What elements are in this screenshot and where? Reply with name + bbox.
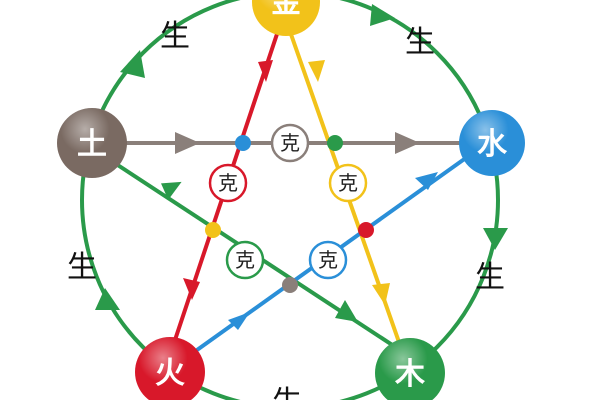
dot-green — [327, 135, 343, 151]
svg-text:克: 克 — [218, 171, 238, 195]
svg-text:克: 克 — [235, 248, 255, 272]
arrow-earth-to-metal — [120, 50, 145, 78]
svg-text:金: 金 — [270, 0, 302, 20]
generate-label-earth-metal: 生 — [160, 19, 190, 54]
arrow-water-to-wood — [483, 228, 508, 250]
svg-text:木: 木 — [394, 357, 425, 392]
generate-cycle-ring — [80, 0, 500, 400]
overcome-label-earth-water: 克 — [270, 123, 310, 163]
dot-yellow — [205, 222, 221, 238]
overcome-label-metal-wood: 克 — [328, 163, 368, 203]
node-water: 水 — [459, 110, 525, 176]
arrow-metal-to-water — [370, 4, 395, 26]
dot-gray — [282, 277, 298, 293]
svg-text:火: 火 — [155, 356, 185, 391]
svg-text:土: 土 — [77, 127, 107, 162]
node-earth: 土 — [57, 108, 127, 178]
svg-text:水: 水 — [477, 127, 508, 162]
generate-label-water-wood: 生 — [475, 260, 505, 295]
generate-label-wood-fire: 生 — [272, 385, 302, 400]
dot-red — [358, 222, 374, 238]
node-metal: 金 — [252, 0, 320, 36]
overcome-label-fire-metal: 克 — [208, 163, 248, 203]
svg-text:克: 克 — [280, 131, 300, 155]
generate-label-metal-water: 生 — [405, 25, 435, 60]
node-fire: 火 — [135, 337, 205, 400]
generate-arrows — [95, 4, 508, 310]
overcome-label-water-fire: 克 — [308, 240, 348, 280]
dot-blue — [235, 135, 251, 151]
svg-text:克: 克 — [338, 171, 358, 195]
overcome-arrows — [161, 60, 438, 330]
node-wood: 木 — [375, 338, 445, 400]
overcome-label-wood-earth: 克 — [225, 240, 265, 280]
svg-text:克: 克 — [318, 248, 338, 272]
generate-label-fire-earth: 生 — [67, 250, 97, 285]
arrow-fire-to-earth — [95, 288, 120, 310]
